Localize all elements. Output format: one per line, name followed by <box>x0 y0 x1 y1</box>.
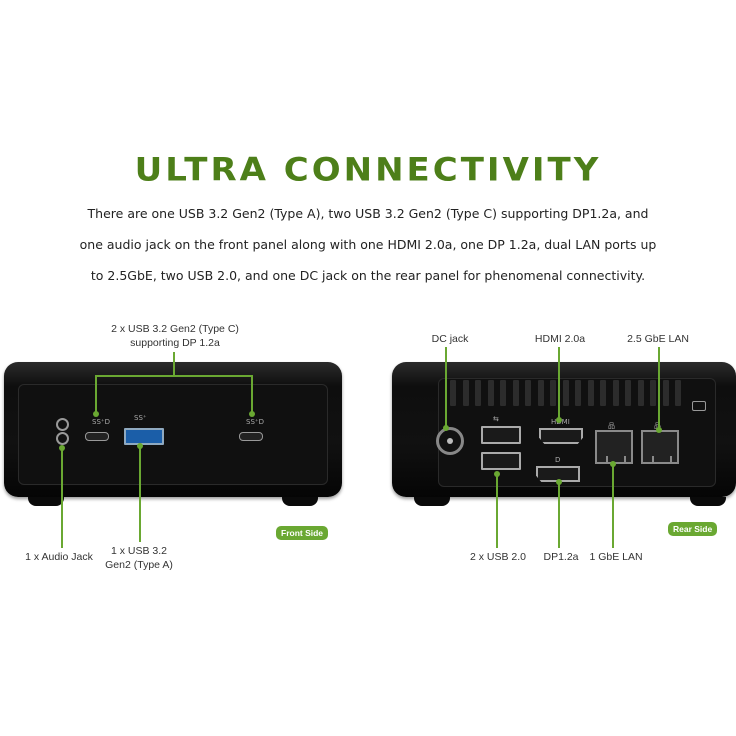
callout-dc: DC jack <box>431 333 469 345</box>
vent-slot <box>500 380 506 406</box>
front-usbc-port-2 <box>239 432 263 441</box>
kensington-lock <box>692 401 706 411</box>
lan-icon-1: 品 <box>608 422 615 430</box>
dp-logo-icon: D <box>555 456 561 464</box>
vent-slot <box>662 380 669 406</box>
vent-slot <box>625 380 631 406</box>
vent-slot <box>650 380 656 406</box>
description-line-3: to 2.5GbE, two USB 2.0, and one DC jack … <box>90 268 646 283</box>
callout-usbc: 2 x USB 3.2 Gen2 (Type C) supporting DP … <box>80 322 270 350</box>
vent-slot <box>512 380 519 406</box>
dc-jack-port <box>436 427 464 455</box>
rear-usb2-port-2 <box>481 452 521 470</box>
vent-slot <box>600 380 606 406</box>
usbc-logo-icon: SS⁺D <box>92 418 110 426</box>
front-foot-right <box>282 497 318 506</box>
rear-lan-25gbe-port <box>641 430 679 464</box>
front-side-badge: Front Side <box>276 526 329 540</box>
callout-hdmi: HDMI 2.0a <box>534 333 586 345</box>
rear-hdmi-port <box>539 428 583 444</box>
vent-slot <box>537 380 544 406</box>
vent-slot <box>550 380 556 406</box>
rear-foot-right <box>690 497 726 506</box>
lan-icon-2: 品 <box>654 422 661 430</box>
callout-usba-line-2: Gen2 (Type A) <box>105 559 173 571</box>
description: There are one USB 3.2 Gen2 (Type A), two… <box>40 198 696 291</box>
usba-logo-icon: SS⁺ <box>134 414 147 422</box>
front-usba-port <box>124 428 164 445</box>
callout-usba: 1 x USB 3.2 Gen2 (Type A) <box>94 544 184 572</box>
vent-slot <box>462 380 469 406</box>
description-line-1: There are one USB 3.2 Gen2 (Type A), two… <box>87 206 649 221</box>
front-usbc-port-1 <box>85 432 109 441</box>
vent-slot <box>525 380 531 406</box>
callout-lan25: 2.5 GbE LAN <box>627 333 689 345</box>
description-line-2: one audio jack on the front panel along … <box>79 237 657 252</box>
rear-lan-1gbe-port <box>595 430 633 464</box>
front-device <box>4 362 342 497</box>
callout-lan1: 1 GbE LAN <box>589 551 643 563</box>
callout-usb20: 2 x USB 2.0 <box>469 551 527 563</box>
rear-usb2-port-1 <box>481 426 521 444</box>
vent-slot <box>450 380 456 406</box>
rear-dp-port <box>536 466 580 482</box>
callout-usbc-line-1: 2 x USB 3.2 Gen2 (Type C) <box>111 323 239 335</box>
vent-slot <box>562 380 569 406</box>
rear-side-badge: Rear Side <box>668 522 718 536</box>
vent-slot <box>487 380 494 406</box>
callout-dp: DP1.2a <box>543 551 579 563</box>
vent-slot <box>575 380 581 406</box>
vent-slot <box>475 380 481 406</box>
callout-usba-line-1: 1 x USB 3.2 <box>110 545 168 557</box>
vent-slot <box>612 380 619 406</box>
usb-icon: ⇆ <box>493 415 499 423</box>
vent-slot <box>587 380 594 406</box>
rear-foot-left <box>414 497 450 506</box>
callout-audio: 1 x Audio Jack <box>25 551 93 563</box>
page-title: ULTRA CONNECTIVITY <box>134 151 602 189</box>
headphone-jack <box>56 418 69 431</box>
hdmi-logo-icon: HDMI <box>551 418 570 426</box>
vent-slot <box>637 380 644 406</box>
usbc-logo-icon-2: SS⁺D <box>246 418 264 426</box>
vent-slot <box>675 380 681 406</box>
front-foot-left <box>28 497 64 506</box>
mic-jack <box>56 432 69 445</box>
callout-usbc-line-2: supporting DP 1.2a <box>130 337 220 349</box>
